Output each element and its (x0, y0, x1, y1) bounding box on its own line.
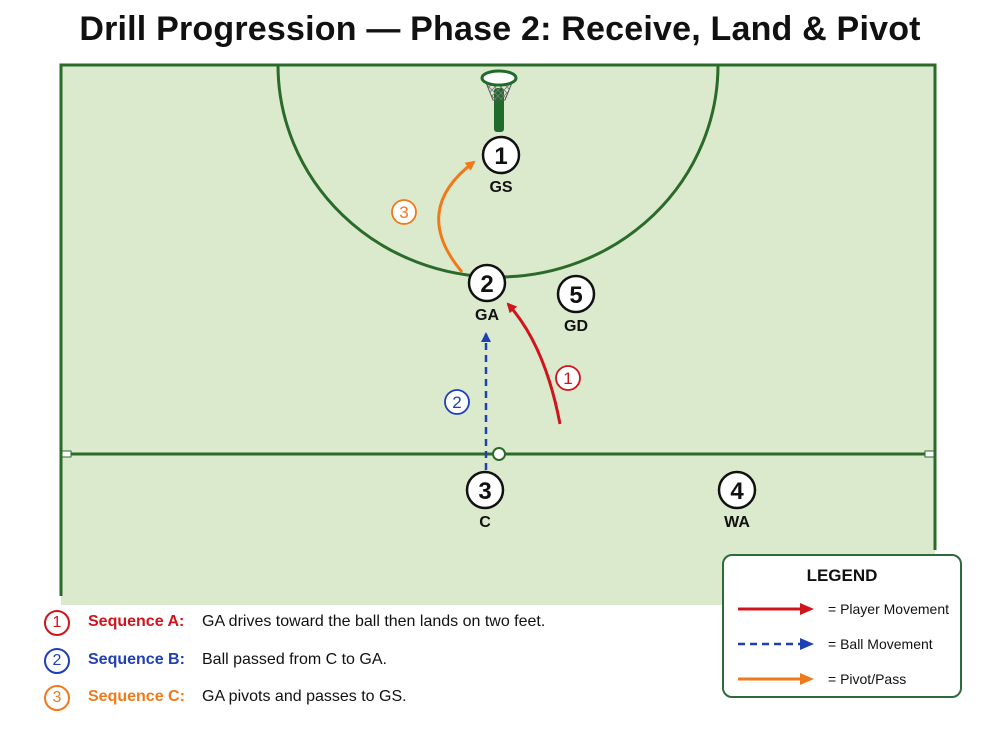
svg-text:GD: GD (564, 318, 588, 335)
player-c: 3 C (465, 470, 505, 531)
arrow-marker-1: 1 (555, 365, 581, 391)
svg-text:WA: WA (724, 514, 750, 531)
player-wa: 4 WA (717, 470, 757, 531)
sequence-b: 2 Sequence B: Ball passed from C to GA. (44, 648, 684, 678)
sequence-name: Sequence B: (88, 651, 185, 668)
svg-text:3: 3 (478, 478, 491, 505)
player-gd: 5 GD (556, 274, 596, 335)
svg-text:1: 1 (563, 369, 572, 388)
svg-text:5: 5 (569, 282, 582, 309)
legend-label: = Player Movement (828, 601, 949, 617)
sequence-marker: 1 (44, 610, 70, 636)
solid-red-arrow-icon (738, 603, 814, 615)
sequence-marker: 3 (44, 685, 70, 711)
solid-orange-arrow-icon (738, 673, 814, 685)
arrow-marker-2: 2 (444, 389, 470, 415)
pivot-pass-arrow (437, 160, 476, 273)
dashed-blue-arrow-icon (738, 638, 814, 650)
legend-item-player-movement: = Player Movement (724, 599, 960, 619)
svg-text:4: 4 (730, 478, 744, 505)
svg-text:GA: GA (475, 307, 499, 324)
sequence-description: GA drives toward the ball then lands on … (202, 613, 546, 630)
svg-text:2: 2 (480, 271, 493, 298)
line-end-tick-right (924, 450, 935, 458)
arrow-marker-3: 3 (391, 199, 417, 225)
player-movement-arrow (506, 302, 562, 425)
court-boundary (59, 63, 937, 596)
svg-text:GS: GS (489, 179, 512, 196)
player-ga: 2 GA (467, 263, 507, 324)
sequence-a: 1 Sequence A: GA drives toward the ball … (44, 610, 684, 640)
sequence-description: GA pivots and passes to GS. (202, 688, 407, 705)
legend-label: = Ball Movement (828, 636, 933, 652)
svg-text:C: C (479, 514, 491, 531)
sequence-name: Sequence C: (88, 688, 185, 705)
sequence-marker: 2 (44, 648, 70, 674)
player-gs: 1 GS (481, 135, 521, 196)
legend: LEGEND = Player Movement = Ball Movement… (722, 554, 962, 698)
page-title: Drill Progression — Phase 2: Receive, La… (79, 10, 921, 48)
goal-post (480, 69, 518, 132)
sequence-name: Sequence A: (88, 613, 185, 630)
legend-item-pivot-pass: = Pivot/Pass (724, 669, 960, 689)
line-end-tick-left (61, 450, 72, 458)
svg-text:1: 1 (494, 143, 507, 170)
centre-circle (492, 447, 506, 461)
legend-title: LEGEND (806, 566, 878, 585)
legend-label: = Pivot/Pass (828, 671, 907, 687)
legend-item-ball-movement: = Ball Movement (724, 634, 960, 654)
sequence-c: 3 Sequence C: GA pivots and passes to GS… (44, 685, 684, 715)
sequence-description: Ball passed from C to GA. (202, 651, 387, 668)
svg-text:2: 2 (452, 393, 461, 412)
svg-text:3: 3 (399, 203, 408, 222)
